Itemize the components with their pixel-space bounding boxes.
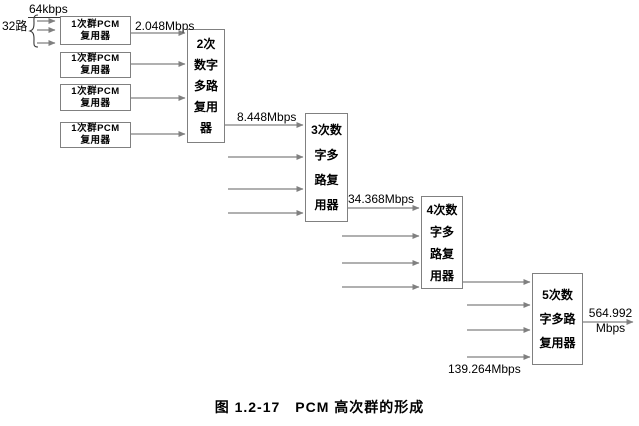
channels-label: 32路 [2, 19, 28, 33]
pcm-box-label-line2: 复用器 [80, 135, 111, 146]
mux3-label-line: 字多 [314, 147, 339, 162]
rate-label-2048: 2.048Mbps [135, 19, 195, 33]
mux4-label-line: 用器 [429, 268, 454, 283]
pcm-box-label-line2: 复用器 [80, 97, 111, 109]
pcm-mux-box-4: 1次群PCM 复用器 [60, 122, 131, 148]
rate-label-34368: 34.368Mbps [348, 192, 415, 206]
pcm-mux-box-2: 1次群PCM 复用器 [60, 52, 131, 78]
input-rate-label: 64kbps [28, 2, 69, 18]
mux5-box: 5次数 字多路 复用器 [532, 273, 583, 365]
figure-caption: 图 1.2-17 PCM 高次群的形成 [214, 399, 425, 415]
mux2-label-line: 2次 [196, 36, 216, 51]
mux3-label-line: 3次数 [311, 122, 342, 137]
mux2-label-line: 复用 [193, 99, 218, 114]
rate-label-564992-line1: 564.992 [588, 306, 633, 320]
mux4-label-line: 路复 [429, 246, 454, 261]
mux2-label-line: 多路 [193, 78, 218, 93]
brace-32-channels [28, 14, 39, 48]
mux2-label-line: 器 [199, 120, 212, 135]
pcm-mux-box-1: 1次群PCM 复用器 [60, 16, 131, 45]
pcm-box-label-line2: 复用器 [80, 65, 111, 76]
pcm-mux-box-3: 1次群PCM 复用器 [60, 84, 131, 111]
rate-label-8448: 8.448Mbps [237, 110, 297, 124]
mux2-label-line: 数字 [193, 57, 218, 72]
mux3-box: 3次数 字多 路复 用器 [305, 113, 348, 222]
pcm-box-label-line1: 1次群PCM [71, 18, 120, 30]
mux3-label-line: 用器 [314, 197, 339, 212]
mux4-label-line: 4次数 [426, 202, 458, 217]
pcm-box-label-line1: 1次群PCM [71, 53, 120, 64]
pcm-box-label-line1: 1次群PCM [71, 85, 120, 97]
mux5-label-line: 字多路 [539, 312, 576, 326]
pcm-box-label-line2: 复用器 [80, 30, 111, 42]
mux5-label-line: 复用器 [539, 336, 576, 350]
mux5-label-line: 5次数 [542, 288, 573, 302]
mux3-label-line: 路复 [314, 172, 339, 187]
mux4-label-line: 字多 [429, 224, 454, 239]
pcm-box-label-line1: 1次群PCM [71, 123, 120, 134]
mux2-box: 2次 数字 多路 复用 器 [187, 29, 225, 143]
rate-label-564992-line2: Mbps [595, 321, 626, 335]
rate-label-564992: 564.992 Mbps [584, 306, 637, 336]
mux4-box: 4次数 字多 路复 用器 [421, 196, 463, 289]
rate-label-139264: 139.264Mbps [448, 362, 521, 376]
